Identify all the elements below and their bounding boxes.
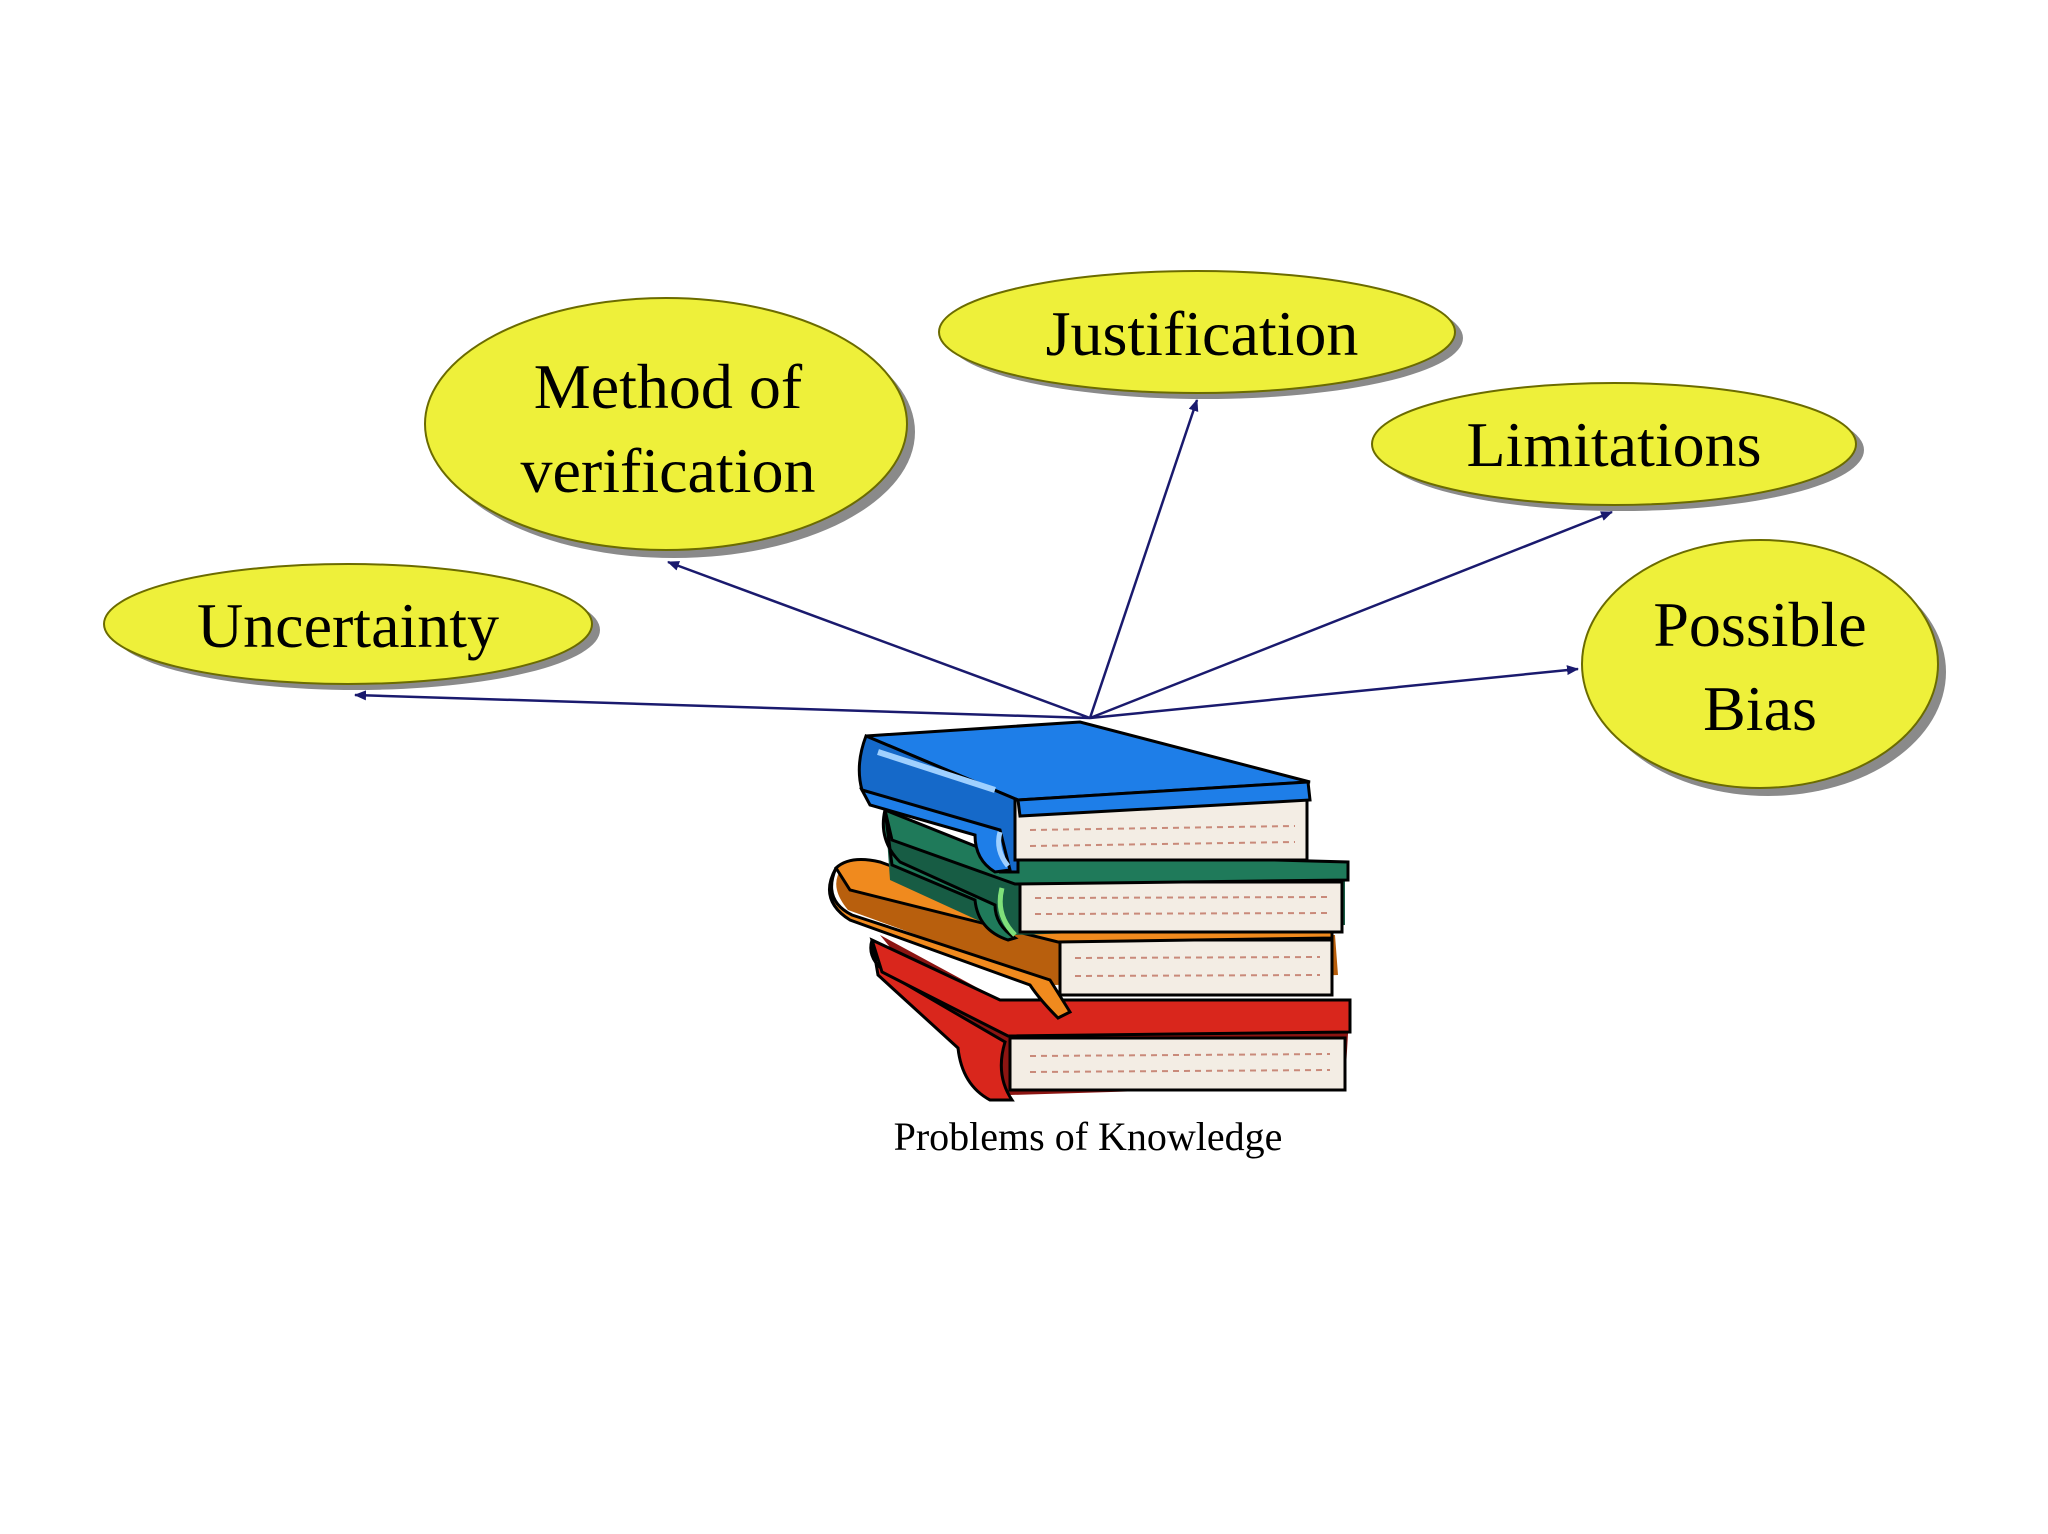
arrow-to-bias: [1089, 665, 1579, 720]
arrow-to-uncertainty: [354, 690, 1091, 720]
bubble-possible-bias: [1581, 539, 1939, 789]
node-label-uncertainty: Uncertainty: [197, 590, 499, 661]
arrow-to-method: [667, 560, 1091, 720]
center-caption: Problems of Knowledge: [894, 1114, 1283, 1159]
arrow-to-justification: [1088, 399, 1199, 719]
bubble-uncertainty: [103, 563, 593, 685]
node-label-method-line1: Method of: [534, 351, 803, 422]
node-uncertainty: Uncertainty: [103, 563, 600, 690]
bubble-method-of-verification: [424, 297, 908, 551]
node-label-justification: Justification: [1046, 298, 1359, 369]
node-label-bias-line1: Possible: [1653, 589, 1866, 660]
arrow-to-limitations: [1089, 510, 1613, 720]
node-possible-bias: Possible Bias: [1581, 539, 1946, 796]
node-label-method-line2: verification: [521, 435, 816, 506]
node-label-bias-line2: Bias: [1703, 673, 1817, 744]
node-label-limitations: Limitations: [1466, 409, 1761, 480]
bubble-limitations: [1371, 382, 1857, 506]
bubble-justification: [938, 270, 1456, 394]
node-limitations: Limitations: [1371, 382, 1864, 511]
node-method-of-verification: Method of verification: [424, 297, 915, 558]
book-blue: [857, 720, 1312, 874]
node-justification: Justification: [938, 270, 1463, 399]
book-red: [869, 935, 1352, 1102]
books-stack-image: [828, 720, 1352, 1102]
connector-arrows: [354, 399, 1613, 720]
